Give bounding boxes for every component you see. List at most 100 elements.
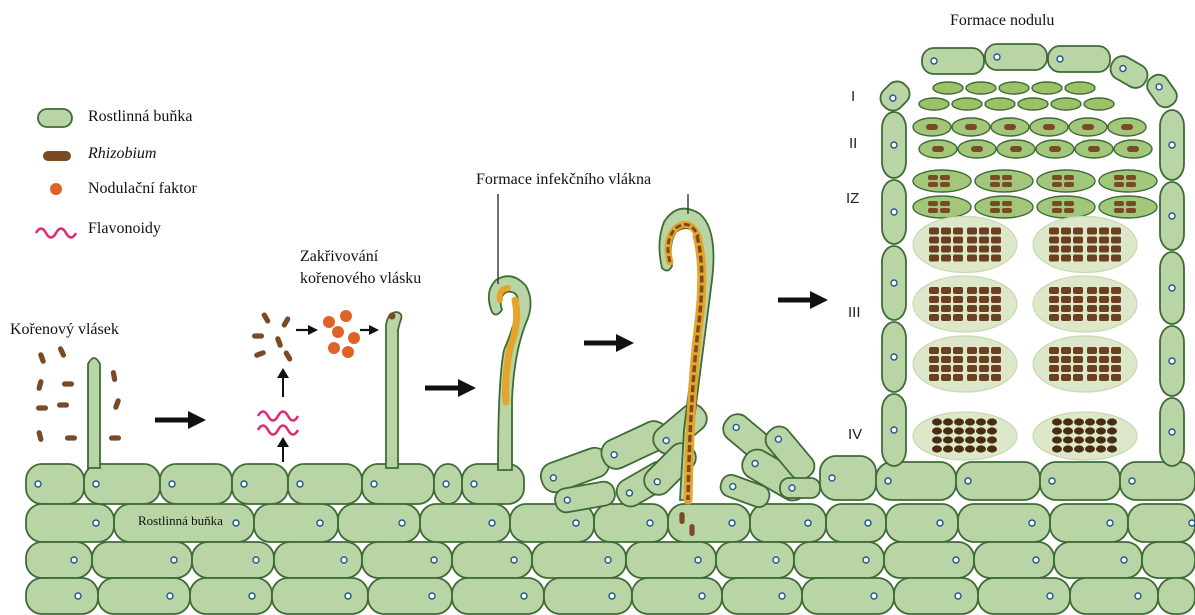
senescent-cell [913, 412, 1017, 460]
curling-label-line1: Zakřivování [300, 248, 378, 266]
meristem-cell [919, 98, 949, 110]
plant-cell [1158, 578, 1195, 614]
plant-cell [288, 464, 362, 504]
plant-cell [884, 542, 974, 578]
plant-cell [922, 48, 984, 74]
meristem-cell [1051, 98, 1081, 110]
plant-cell [985, 44, 1047, 70]
plant-cell [1120, 462, 1195, 500]
nod-factor-icon [50, 183, 62, 195]
plant-cell [1070, 578, 1158, 614]
meristem-cell [999, 82, 1029, 94]
meristem-cell [1065, 82, 1095, 94]
fixation-cell [913, 336, 1017, 392]
interzone-cell [975, 196, 1033, 218]
plant-cell [882, 322, 906, 392]
plant-cell [338, 504, 420, 542]
root-hair-stage [36, 345, 122, 468]
plant-cell [882, 112, 906, 178]
plant-cell [362, 542, 452, 578]
meristem-cell [952, 98, 982, 110]
plant-cell [826, 504, 886, 542]
plant-cell [462, 464, 524, 504]
plant-cell [632, 578, 722, 614]
legend-flavonoids-label: Flavonoidy [88, 220, 161, 238]
meristem-cell [1018, 98, 1048, 110]
nodule [876, 44, 1184, 466]
plant-cell [452, 542, 532, 578]
fixation-cell [1033, 217, 1137, 273]
plant-cell [794, 542, 884, 578]
fixation-cell [913, 276, 1017, 332]
curled-hair-stage [489, 194, 531, 470]
plant-cell [802, 578, 894, 614]
interzone-cell [1037, 170, 1095, 192]
plant-cell [894, 578, 978, 614]
plant-cell [978, 578, 1070, 614]
meristem-cell [985, 98, 1015, 110]
interzone-cell [913, 196, 971, 218]
plant-cell [420, 504, 510, 542]
zone-label-i: I [851, 88, 855, 105]
rhizobia-cluster [252, 312, 293, 363]
legend-rhizobium-label: Rhizobium [88, 145, 156, 163]
interzone-cell [1037, 196, 1095, 218]
senescent-cell [1033, 412, 1137, 460]
plant-cell [974, 542, 1054, 578]
plant-cell [26, 578, 98, 614]
plant-cell [820, 456, 876, 500]
plant-cell [886, 504, 958, 542]
nod-factor-cluster [323, 310, 360, 358]
plant-cell [1142, 542, 1195, 578]
plant-cell [26, 542, 92, 578]
fixation-cell [913, 217, 1017, 273]
plant-cell [362, 464, 434, 504]
tissue-cell-label: Rostlinná buňka [138, 513, 223, 529]
plant-cell [232, 464, 288, 504]
plant-cell [190, 578, 272, 614]
plant-cell [452, 578, 544, 614]
plant-cell [98, 578, 190, 614]
plant-cell [26, 464, 84, 504]
root-tissue [26, 399, 1195, 614]
legend-plant-cell-label: Rostlinná buňka [88, 108, 192, 126]
plant-cell [274, 542, 362, 578]
plant-cell [882, 394, 906, 466]
flavonoid-icon [36, 229, 76, 238]
plant-cell [160, 464, 232, 504]
plant-cell [1160, 326, 1184, 396]
plant-cell [1048, 46, 1110, 72]
signalling-stage [252, 310, 401, 468]
plant-cell [1040, 462, 1120, 500]
flavonoid-waves [258, 412, 298, 435]
rhizobium-icon [43, 151, 71, 161]
plant-cell [368, 578, 452, 614]
plant-cell [84, 464, 160, 504]
plant-cell [1160, 182, 1184, 250]
plant-cell [594, 504, 668, 542]
curling-label-line2: kořenového vlásku [300, 270, 421, 288]
meristem-cell [966, 82, 996, 94]
interzone-cell [1099, 196, 1157, 218]
zone-label-iii: III [848, 304, 861, 321]
plant-cell [1054, 542, 1142, 578]
free-rhizobia [36, 345, 122, 442]
plant-cell [750, 504, 826, 542]
plant-cell [1128, 504, 1195, 542]
meristem-cell [933, 82, 963, 94]
plant-cell [958, 504, 1050, 542]
legend [36, 109, 76, 238]
plant-cell [882, 246, 906, 320]
plant-cell [192, 542, 274, 578]
nodule-label: Formace nodulu [950, 12, 1054, 30]
infection-thread-label: Formace infekčního vlákna [476, 171, 651, 189]
plant-cell [876, 77, 914, 115]
plant-cell [956, 462, 1040, 500]
meristem-cell [1084, 98, 1114, 110]
plant-cell [722, 578, 802, 614]
plant-cell [544, 578, 632, 614]
interzone-cell [1099, 170, 1157, 192]
plant-cell [532, 542, 626, 578]
zone-label-ii: II [849, 135, 857, 152]
interzone-cell [975, 170, 1033, 192]
